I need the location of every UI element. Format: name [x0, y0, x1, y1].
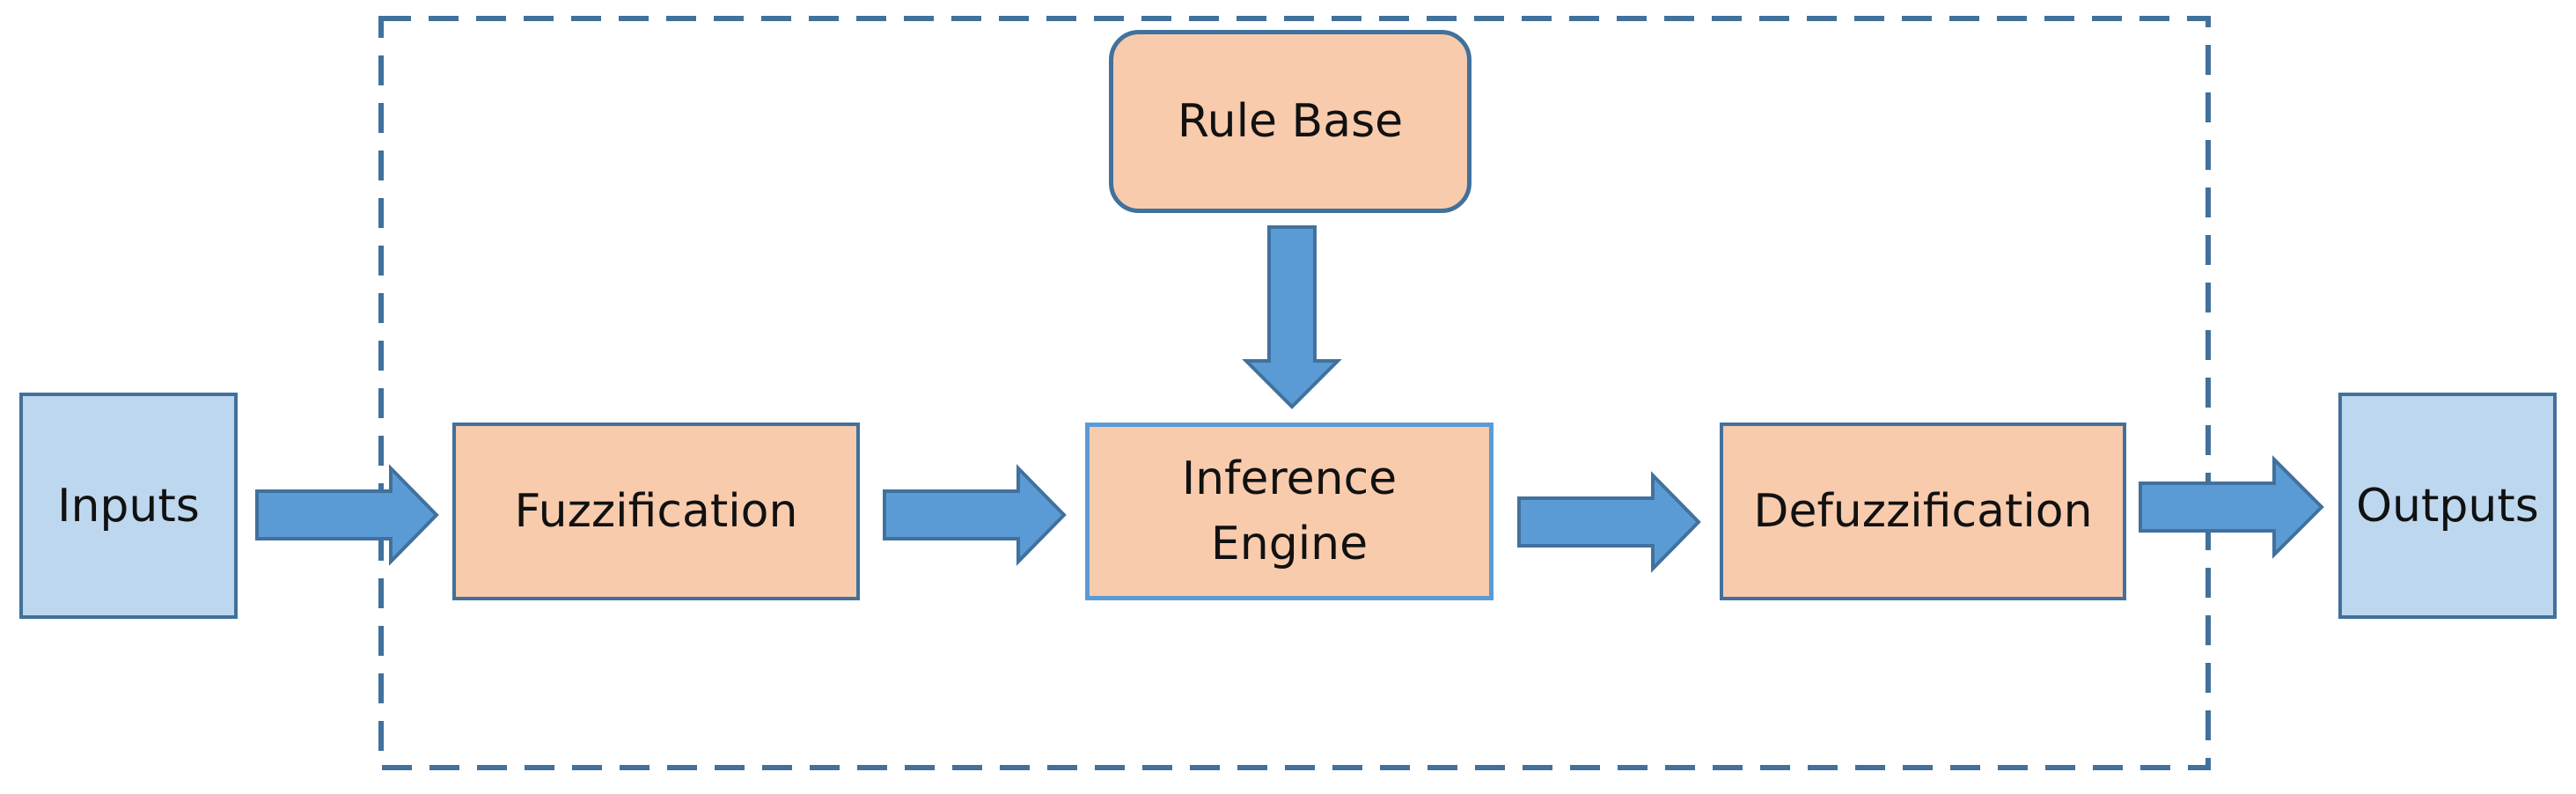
- inputs-box: Inputs: [19, 393, 238, 619]
- defuzzification-box: Defuzzification: [1720, 423, 2126, 600]
- fuzzification-label: Fuzzification: [514, 485, 798, 538]
- outputs-box: Outputs: [2338, 393, 2557, 619]
- rule-base-box: Rule Base: [1109, 30, 1471, 213]
- arrow-inference-to-defuzzification: [1517, 471, 1701, 573]
- arrow-defuzzification-to-outputs: [2139, 455, 2324, 559]
- defuzzification-label: Defuzzification: [1753, 485, 2093, 538]
- arrow-rulebase-to-inference: [1242, 225, 1342, 409]
- fuzzy-system-boundary: [378, 16, 2211, 770]
- arrow-fuzzification-to-inference: [883, 464, 1067, 566]
- outputs-label: Outputs: [2356, 479, 2539, 533]
- inference-engine-box: Inference Engine: [1085, 423, 1493, 600]
- arrow-inputs-to-fuzzification: [255, 464, 439, 566]
- inference-engine-label: Inference Engine: [1181, 452, 1398, 570]
- rule-base-label: Rule Base: [1177, 95, 1404, 148]
- inputs-label: Inputs: [57, 479, 200, 533]
- fuzzification-box: Fuzzification: [452, 423, 860, 600]
